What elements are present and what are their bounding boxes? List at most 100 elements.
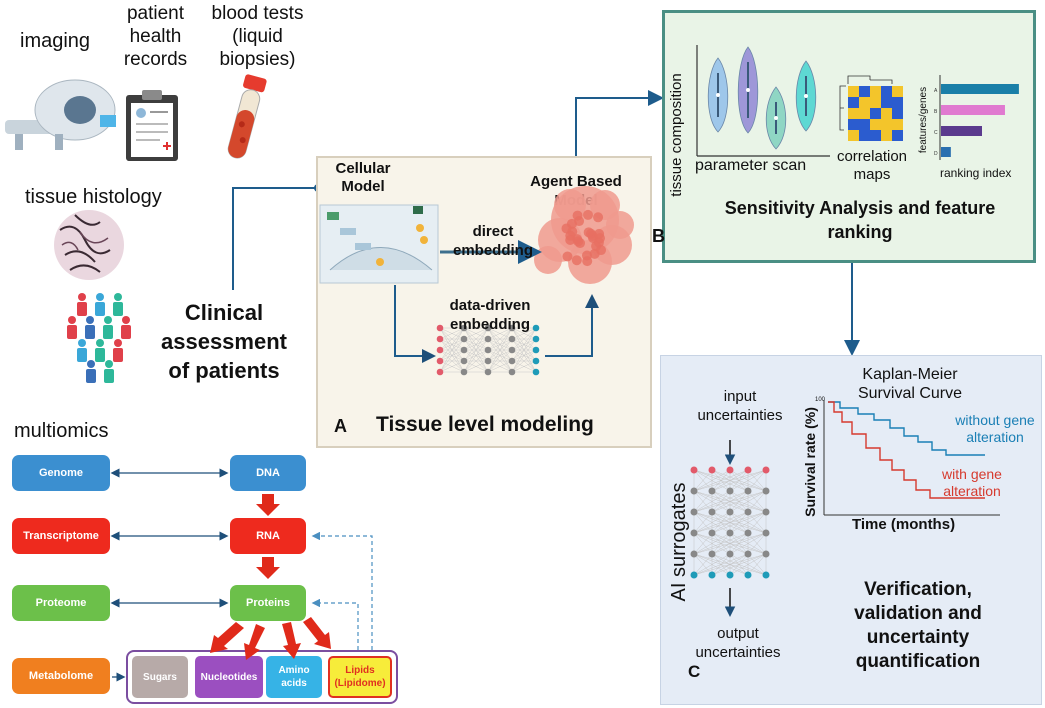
nn-node (508, 357, 516, 365)
heatmap-cell (859, 130, 870, 141)
heatmap-cell (848, 108, 859, 119)
rank-bar (941, 126, 982, 136)
nn-node (436, 335, 444, 343)
nn-node (726, 529, 734, 537)
nn-node (762, 466, 770, 474)
tumor-cell-inner (583, 227, 594, 238)
nn-node (744, 529, 752, 537)
imaging-label: imaging (20, 30, 91, 52)
heatmap-cell (848, 86, 859, 97)
panel-a-letter: A (334, 416, 347, 436)
heatmap-cell (892, 119, 903, 130)
rank-category-label: D (934, 151, 938, 157)
heatmap-cell (859, 86, 870, 97)
nn-node (460, 324, 468, 332)
person-icon (114, 339, 122, 347)
nn-node (690, 487, 698, 495)
time-months-label: Time (months) (852, 516, 956, 533)
heatmap-cell (848, 97, 859, 108)
nn-node (690, 571, 698, 579)
nn-node (460, 335, 468, 343)
heatmap-cell (892, 108, 903, 119)
heatmap-cell (881, 119, 892, 130)
nn-node (436, 368, 444, 376)
person-icon (78, 293, 86, 301)
tumor-cell-inner (593, 212, 604, 223)
nn-node (532, 324, 540, 332)
sugars-box: Sugars (132, 656, 188, 698)
person-body (95, 302, 105, 316)
km-tick-100: 100 (815, 397, 826, 403)
person-body (103, 325, 113, 339)
heatmap-cell (892, 130, 903, 141)
tumor-cell (606, 211, 634, 239)
nn-node (762, 529, 770, 537)
tumor-cell-inner (583, 209, 594, 220)
clinical-to-cellular-line (232, 187, 318, 290)
rank-category-label: C (934, 130, 938, 136)
tumor-cell-inner (596, 245, 607, 256)
nn-node (436, 346, 444, 354)
rank-category-label: B (934, 109, 938, 115)
nn-node (708, 508, 716, 516)
person-icon (68, 316, 76, 324)
km-series-without-alteration (828, 401, 985, 456)
person-body (113, 348, 123, 362)
tumor-cell-inner (575, 238, 586, 249)
person-icon (104, 316, 112, 324)
nn-node (690, 550, 698, 558)
person-body (86, 369, 96, 383)
heatmap-cell (881, 97, 892, 108)
nn-node (762, 508, 770, 516)
nn-node (690, 529, 698, 537)
person-icon (114, 293, 122, 301)
nn-node (436, 357, 444, 365)
heatmap-cell (848, 130, 859, 141)
transcriptome-box: Transcriptome (12, 518, 110, 554)
agent-to-panelB-line (575, 90, 664, 160)
person-body (67, 325, 77, 339)
person-body (85, 325, 95, 339)
survival-rate-label: Survival rate (%) (802, 407, 818, 517)
nn-node (708, 466, 716, 474)
heatmap-cell (870, 97, 881, 108)
amino-acids-box: Amino acids (266, 656, 322, 698)
heatmap-cell (892, 97, 903, 108)
metabolites-group (126, 650, 398, 704)
rna-box: RNA (230, 518, 306, 554)
tumor-cell-inner (565, 235, 576, 246)
tumor-cell-inner (561, 223, 572, 234)
nn-node (460, 357, 468, 365)
panel-a-title: Tissue level modeling (376, 413, 594, 436)
nn-node (532, 368, 540, 376)
nn-node (690, 466, 698, 474)
nn-node (726, 487, 734, 495)
nn-node (708, 550, 716, 558)
nn-node (726, 550, 734, 558)
km-series-with-alteration (828, 401, 985, 499)
person-icon (105, 360, 113, 368)
tumor-cell-inner (562, 251, 573, 262)
heatmap-cell (859, 119, 870, 130)
nucleotides-box: Nucleotides (195, 656, 263, 698)
nn-node (484, 357, 492, 365)
panel-c-letter: C (688, 662, 701, 681)
tumor-cell-inner (594, 228, 605, 239)
heatmap-cell (870, 86, 881, 97)
rank-category-label: A (934, 88, 938, 94)
nn-node (726, 466, 734, 474)
nn-node (744, 466, 752, 474)
